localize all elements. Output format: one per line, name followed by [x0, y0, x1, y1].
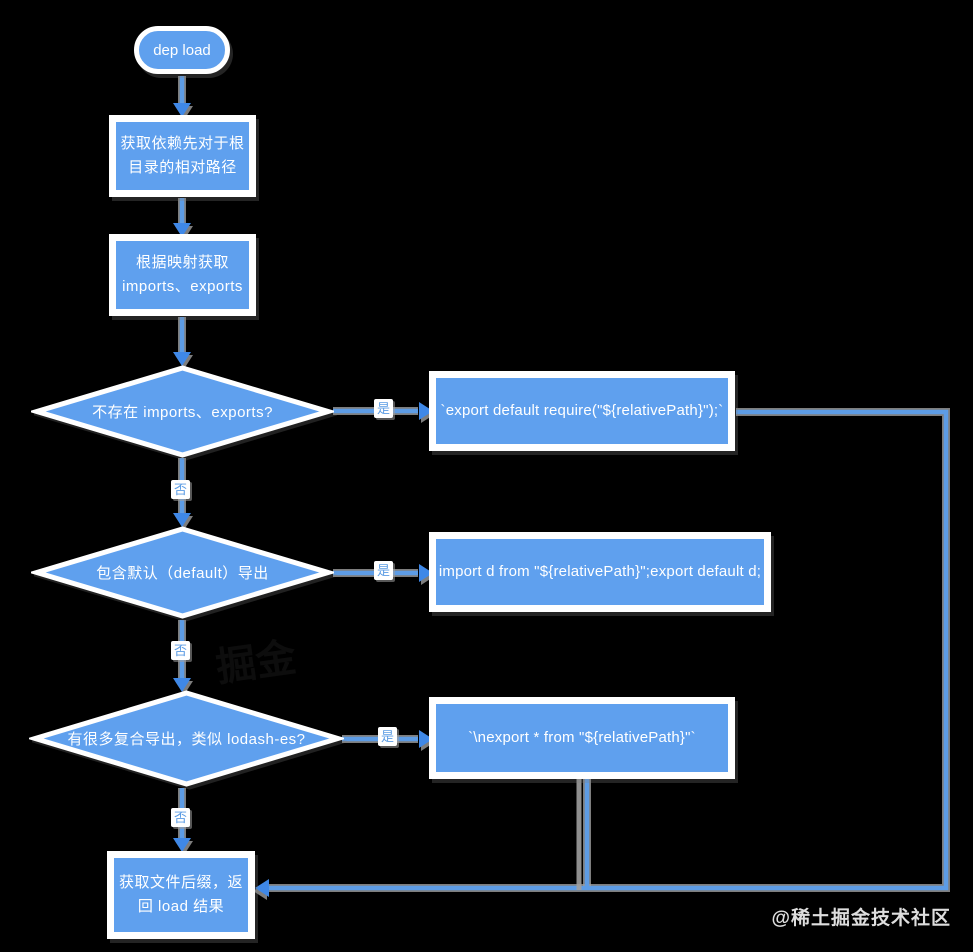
decision-default-export: 包含默认（default）导出	[31, 524, 334, 621]
result-export-star-label: `\nexport * from "${relativePath}"`	[468, 729, 696, 746]
edge-label-yes-1: 是	[374, 399, 394, 418]
start-node-label: dep load	[153, 41, 211, 59]
decision-no-imports-exports-label: 不存在 imports、exports?	[92, 404, 273, 421]
result-export-star: `\nexport * from "${relativePath}"`	[429, 697, 735, 779]
process-final-load-result: 获取文件后缀，返 回 load 结果	[107, 851, 255, 939]
arrowhead-right-icon	[419, 564, 433, 582]
arrowhead-down-icon	[173, 838, 191, 852]
process-get-mappings-line2: imports、exports	[122, 278, 243, 295]
edge-result1-to-final	[268, 408, 950, 892]
process-get-mappings-line1: 根据映射获取	[135, 254, 229, 271]
start-node: dep load	[134, 26, 230, 74]
decision-compound-exports-label: 有很多复合导出，类似 lodash-es?	[67, 731, 306, 748]
edge-label-yes-2: 是	[374, 561, 394, 580]
result-import-default: import d from "${relativePath}";export d…	[429, 532, 771, 612]
diamond-shape	[31, 365, 334, 458]
edge-label-no-3: 否	[171, 808, 191, 827]
result-require: `export default require("${relativePath}…	[429, 371, 735, 451]
decision-default-export-label: 包含默认（default）导出	[96, 565, 269, 582]
diamond-shape	[29, 690, 344, 787]
arrowhead-left-icon	[255, 879, 269, 897]
arrowhead-down-icon	[173, 103, 191, 117]
decision-no-imports-exports: 不存在 imports、exports?	[31, 363, 334, 460]
arrowhead-down-icon	[173, 513, 191, 527]
process-get-relative-path-line1: 获取依赖先对于根	[120, 135, 245, 152]
process-get-mappings: 根据映射获取 imports、exports	[109, 234, 256, 316]
arrowhead-down-icon	[173, 678, 191, 692]
decision-compound-exports: 有很多复合导出，类似 lodash-es?	[29, 688, 344, 789]
process-final-load-result-line2: 回 load 结果	[137, 898, 225, 915]
result-require-label: `export default require("${relativePath}…	[440, 402, 724, 419]
process-get-relative-path: 获取依赖先对于根 目录的相对路径	[109, 115, 256, 197]
process-final-load-result-line1: 获取文件后缀，返	[118, 874, 243, 891]
arrowhead-right-icon	[419, 730, 433, 748]
brand-watermark: @稀土掘金技术社区	[771, 908, 951, 929]
arrowhead-down-icon	[173, 223, 191, 237]
arrowhead-down-icon	[173, 352, 191, 366]
edge-label-no-2: 否	[171, 641, 191, 660]
process-get-relative-path-line2: 目录的相对路径	[128, 159, 237, 176]
edge-label-no-1: 否	[171, 480, 191, 499]
arrowhead-right-icon	[419, 402, 433, 420]
edge-label-yes-3: 是	[378, 727, 398, 746]
result-import-default-label: import d from "${relativePath}";export d…	[438, 563, 762, 580]
diamond-shape	[31, 526, 334, 619]
